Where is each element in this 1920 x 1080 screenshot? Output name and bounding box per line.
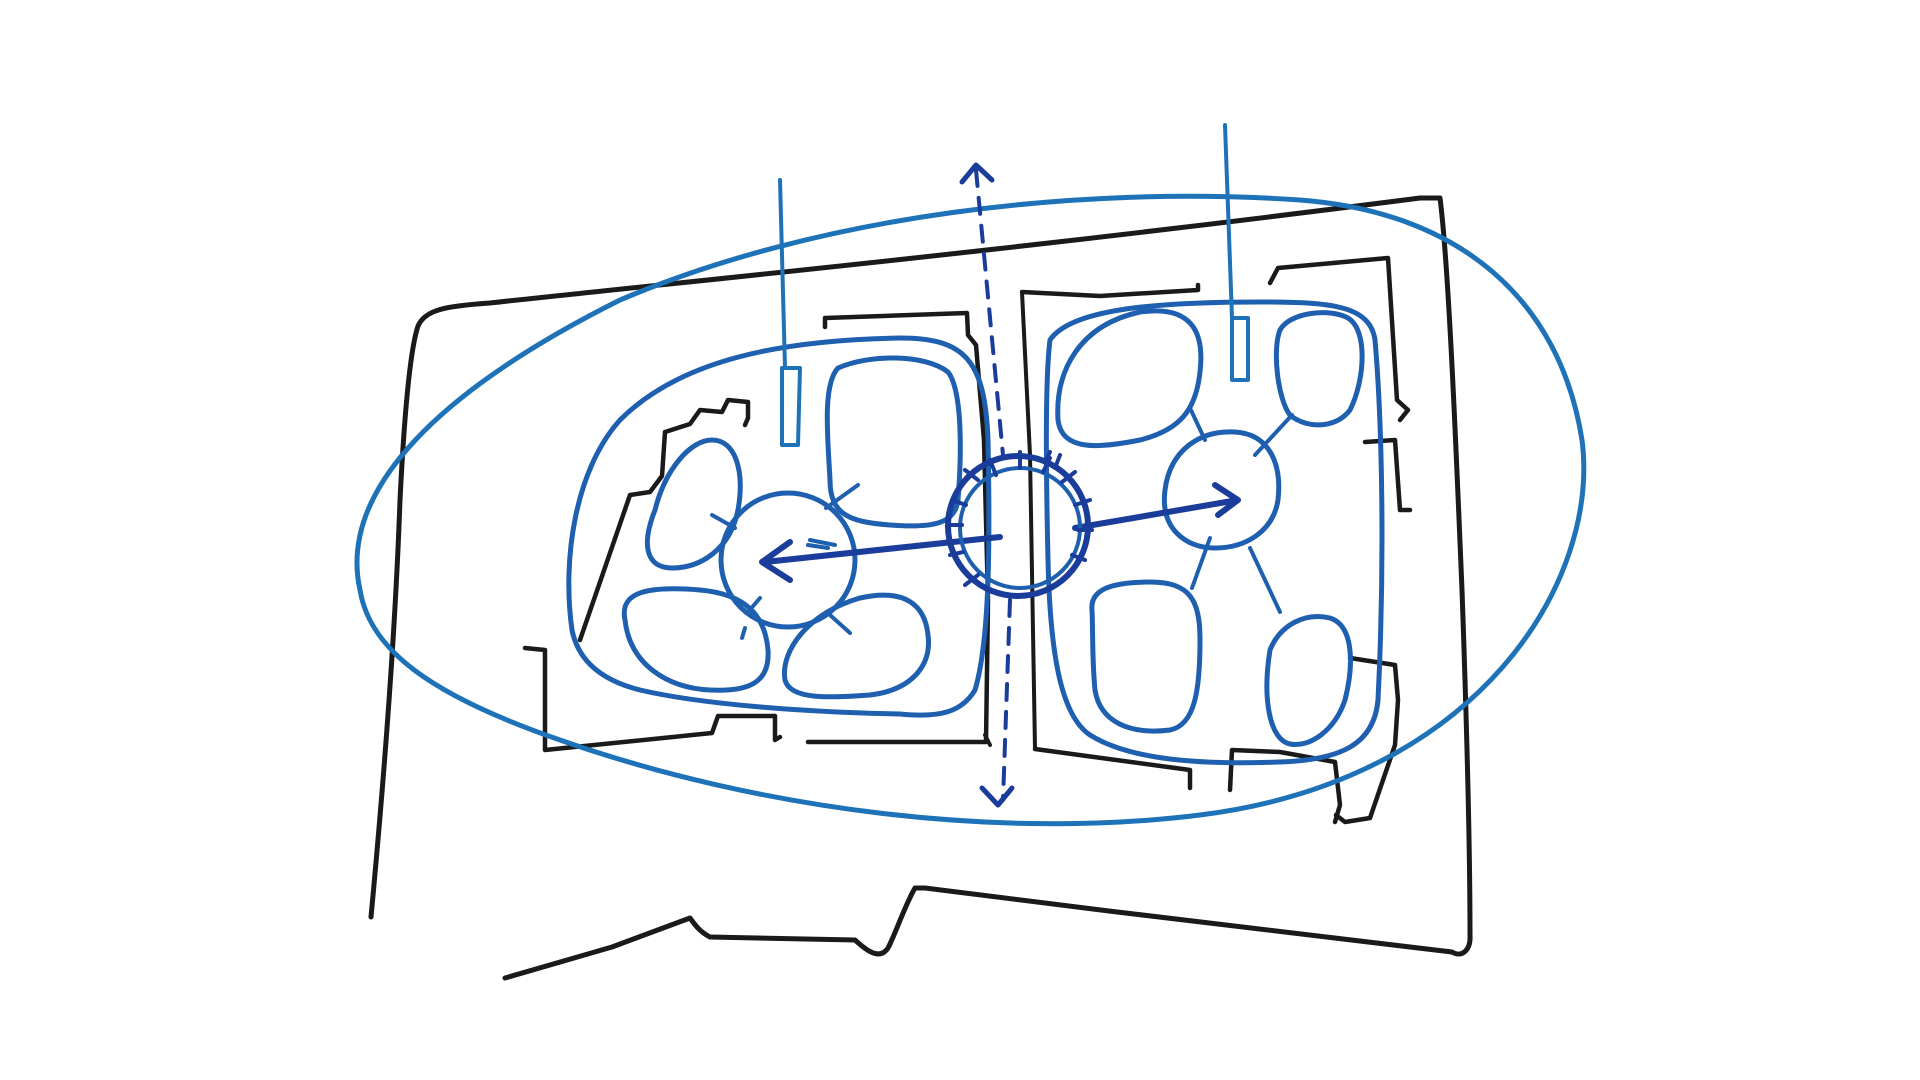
- left-wing-notch: [577, 397, 751, 643]
- right-room-south: [1089, 579, 1203, 734]
- left-room-southwest: [621, 586, 771, 693]
- core-radiating-ticks: [946, 450, 1094, 587]
- building-outline-group: [368, 195, 1473, 981]
- left-room-west: [645, 437, 743, 571]
- core-ring-inner: [958, 466, 1082, 590]
- left-cluster: [566, 178, 1003, 718]
- right-cluster: [1043, 123, 1385, 766]
- left-room-upper: [824, 355, 963, 529]
- axis-dashed-line: [974, 168, 1012, 802]
- right-direction-arrow: [1072, 482, 1241, 531]
- left-wing-wall-top: [805, 310, 991, 745]
- right-wing-wall-right: [1267, 255, 1411, 423]
- site-boundary-outline: [368, 195, 1473, 981]
- right-room-southeast: [1264, 614, 1353, 748]
- central-core: [945, 450, 1094, 599]
- left-wing-wall-bottom: [522, 645, 783, 753]
- right-wing-wall-corner: [1333, 655, 1401, 825]
- right-room-northeast: [1273, 310, 1365, 428]
- right-wing-wall-side: [1362, 437, 1413, 513]
- right-wing-wall-bottom: [1032, 746, 1343, 825]
- right-wing-wall-top: [1019, 282, 1201, 299]
- axis-arrow-down: [979, 785, 1015, 808]
- axis-arrow-up: [959, 162, 995, 185]
- left-room-south: [781, 592, 931, 700]
- main-axis-arrow: [959, 162, 1015, 808]
- core-divider-stub: [983, 733, 992, 747]
- left-hub-ticks: [710, 483, 860, 640]
- core-divider-line: [1020, 290, 1037, 751]
- outer-zone-ellipse: [354, 193, 1587, 827]
- left-zone-boundary: [566, 335, 992, 718]
- left-circulation-hub: [718, 490, 858, 630]
- left-service-riser: [778, 178, 802, 447]
- right-hub-links: [1188, 406, 1294, 614]
- right-room-upper: [1055, 308, 1204, 449]
- right-service-riser: [1223, 123, 1250, 382]
